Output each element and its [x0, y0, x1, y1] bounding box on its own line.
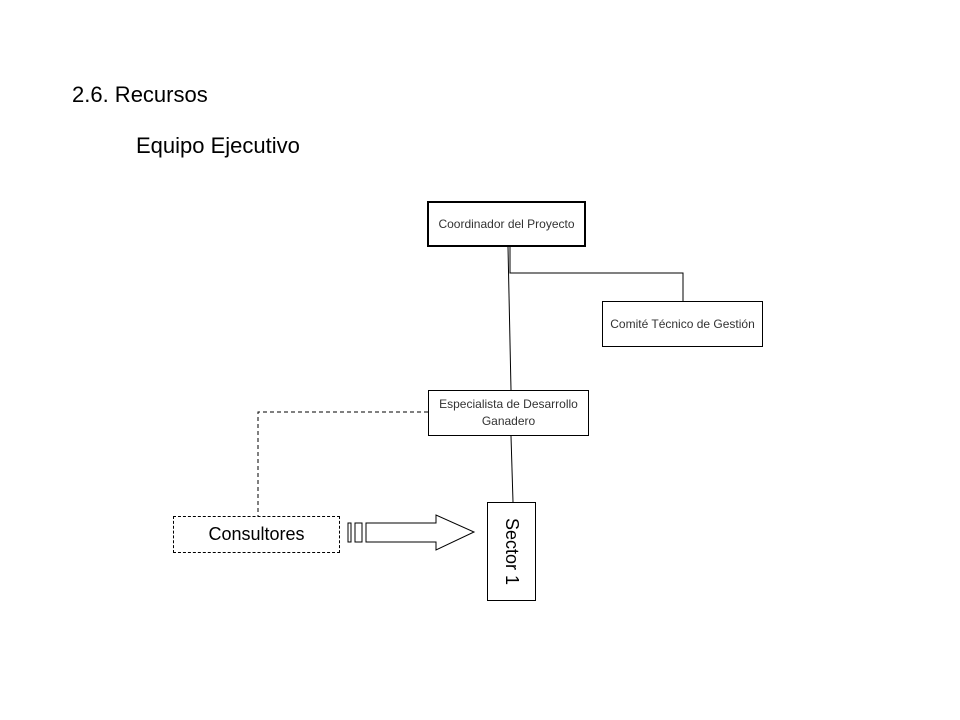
sector-label: Sector 1 [502, 517, 523, 586]
specialist-label: Especialista de Desarrollo Ganadero [439, 397, 578, 428]
connector-specialist-consultants [257, 411, 428, 516]
connector-specialist-sector [510, 435, 514, 503]
consultants-label: Consultores [208, 524, 305, 544]
committee-box: Comité Técnico de Gestión [602, 301, 763, 347]
specialist-box: Especialista de Desarrollo Ganadero [428, 390, 589, 436]
connector-coordinator-specialist [507, 246, 512, 391]
sector-box: Sector 1 [487, 502, 536, 601]
consultants-to-sector-arrow [347, 514, 476, 551]
section-heading: 2.6. Recursos [72, 82, 208, 107]
connector-coordinator-committee [509, 247, 684, 301]
coordinator-box: Coordinador del Proyecto [427, 201, 586, 247]
coordinator-label: Coordinador del Proyecto [438, 216, 575, 231]
team-subtitle: Equipo Ejecutivo [136, 133, 300, 158]
consultants-box: Consultores [173, 516, 340, 553]
committee-label: Comité Técnico de Gestión [610, 316, 755, 331]
